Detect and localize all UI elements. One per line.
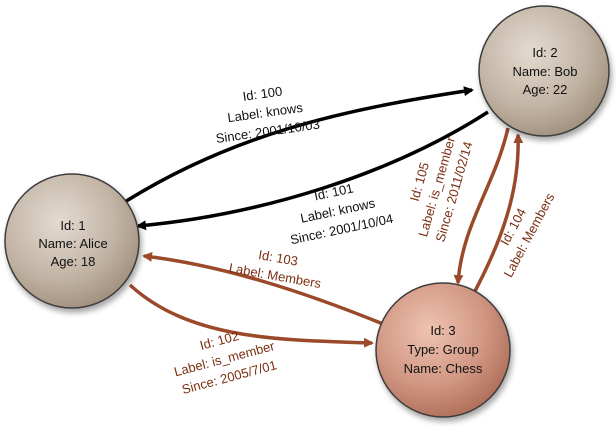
node-chess-id: Id: 3 — [430, 323, 455, 338]
edge-100-id: Id: 100 — [242, 83, 283, 103]
node-chess[interactable]: Id: 3 Type: Group Name: Chess — [375, 282, 511, 418]
node-bob-age: Age: 22 — [523, 82, 568, 97]
edge-101-knows — [136, 110, 489, 231]
node-alice[interactable]: Id: 1 Name: Alice Age: 18 — [4, 173, 140, 309]
edge-100-label: Id: 100 Label: knows Since: 2001/10/03 — [215, 83, 321, 146]
edge-102-is-member — [128, 283, 374, 348]
edge-105-label: Id: 105 Label: is_member Since: 2011/02/… — [407, 134, 476, 243]
edge-104-label: Id: 104 Label: Members — [497, 190, 558, 280]
node-alice-circle — [4, 173, 140, 309]
edge-100-knows — [119, 86, 474, 207]
node-alice-name: Name: Alice — [38, 236, 107, 251]
edge-103-id: Id: 103 — [257, 247, 299, 269]
edge-103-members — [142, 251, 389, 328]
node-bob-circle — [478, 5, 610, 137]
edge-102-label: Id: 102 Label: is_member Since: 2005/7/0… — [172, 328, 278, 397]
node-bob-id: Id: 2 — [532, 45, 557, 60]
node-chess-name: Name: Chess — [404, 361, 483, 376]
node-chess-circle — [375, 282, 511, 418]
node-chess-type: Type: Group — [407, 342, 479, 357]
edge-105-is-member — [453, 127, 510, 285]
node-bob[interactable]: Id: 2 Name: Bob Age: 22 — [478, 5, 610, 137]
edge-101-label: Id: 101 Label: knows Since: 2001/10/04 — [289, 180, 395, 247]
node-alice-age: Age: 18 — [51, 254, 96, 269]
edge-104-members — [472, 133, 524, 294]
node-bob-name: Name: Bob — [512, 64, 577, 79]
edge-103-label: Id: 103 Label: Members — [228, 247, 323, 291]
node-alice-id: Id: 1 — [60, 218, 85, 233]
